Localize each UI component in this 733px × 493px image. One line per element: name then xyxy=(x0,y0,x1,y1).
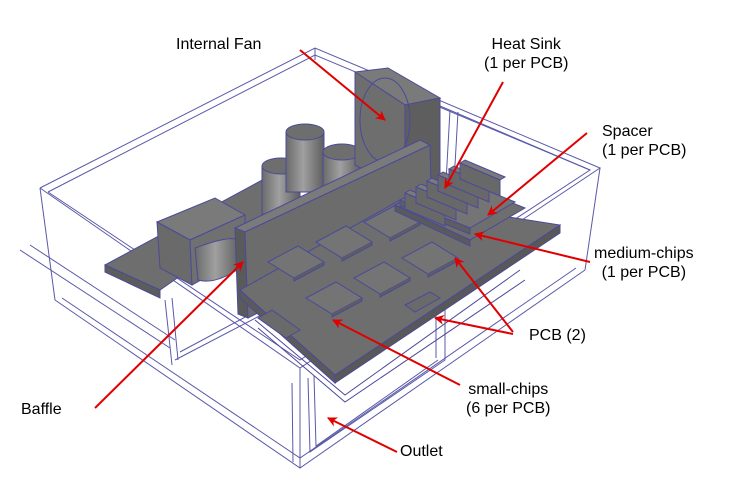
small-chip-edge xyxy=(379,278,411,298)
small-chip-edge xyxy=(293,262,325,282)
arrow-internal-fan xyxy=(299,49,386,121)
label-small-chips: small-chips (6 per PCB) xyxy=(466,381,551,417)
arrow-spacer xyxy=(487,132,588,216)
label-medium-chips: medium-chips (1 per PCB) xyxy=(594,245,694,281)
capacitor-3 xyxy=(322,143,362,189)
arrow-medium-chips xyxy=(474,231,591,263)
small-chip-edge xyxy=(331,298,363,318)
arrow-baffle xyxy=(94,261,244,409)
label-outlet: Outlet xyxy=(400,443,443,460)
arrow-heat-sink xyxy=(444,81,504,189)
small-chip-edge xyxy=(389,222,421,242)
heat-sink-assembly xyxy=(393,159,527,247)
small-chip-edge xyxy=(341,242,373,262)
arrow-pcb-a xyxy=(454,257,514,333)
heat-sink-fins xyxy=(403,159,507,227)
transformer xyxy=(155,197,247,286)
capacitors xyxy=(261,123,362,215)
label-spacer: Spacer (1 per PCB) xyxy=(602,123,687,159)
underside-chips xyxy=(257,291,441,339)
label-baffle: Baffle xyxy=(21,401,62,418)
enclosure-wireframe xyxy=(19,47,602,469)
arrow-outlet xyxy=(327,417,398,453)
label-heat-sink: Heat Sink (1 per PCB) xyxy=(484,36,569,72)
label-internal-fan: Internal Fan xyxy=(176,36,262,53)
fin-side xyxy=(459,162,501,197)
capacitor-2 xyxy=(285,123,325,193)
arrow-small-chips xyxy=(332,319,461,386)
callout-arrows xyxy=(94,49,591,453)
label-pcb: PCB (2) xyxy=(529,327,586,344)
arrow-pcb-b xyxy=(434,314,514,335)
